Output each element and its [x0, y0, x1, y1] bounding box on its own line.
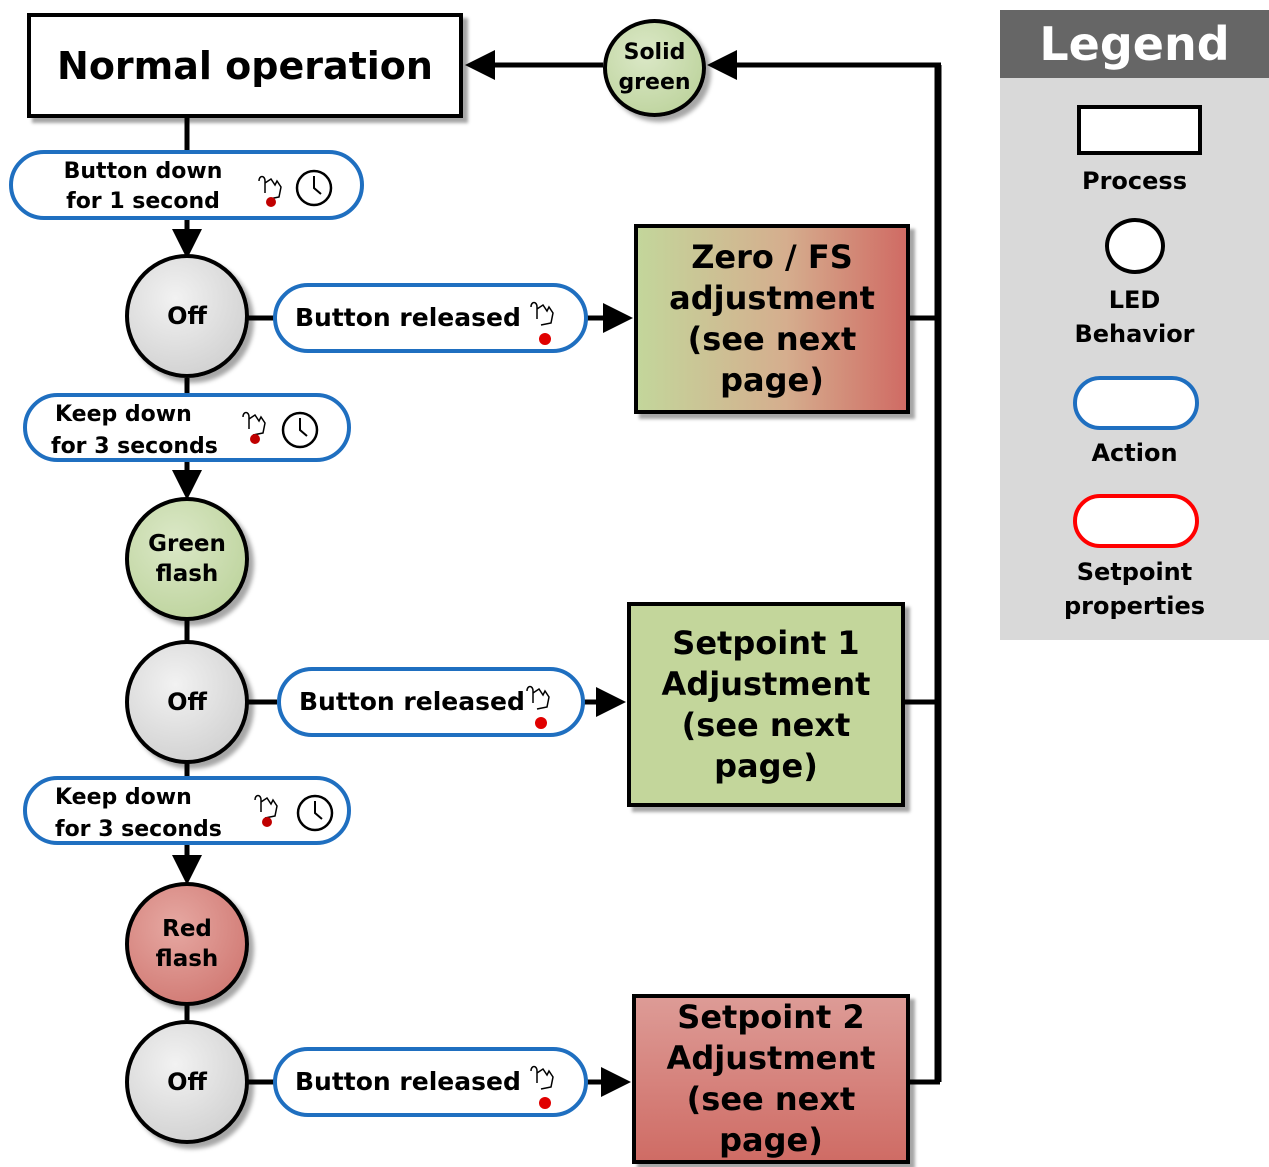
- process-label-line2: adjustment: [669, 279, 875, 317]
- legend-setpoint-line2: properties: [1063, 592, 1206, 620]
- process-zero-fs-adjustment: Zero / FS adjustment (see next page): [634, 224, 910, 414]
- action-button-released-3: Button released: [273, 1047, 588, 1117]
- process-label-line2: Adjustment: [666, 1039, 876, 1077]
- led-label-line1: Solid: [623, 40, 686, 65]
- led-label-line1: Green: [148, 531, 226, 557]
- hand-press-icon: [530, 1065, 554, 1109]
- action-label-line2: for 1 second: [66, 189, 220, 214]
- legend-setpoint-symbol: [1073, 494, 1199, 548]
- clock-icon: [281, 411, 319, 449]
- process-label-line3: (see next: [686, 1080, 856, 1118]
- action-label: Button released: [299, 687, 525, 716]
- legend-title: Legend: [1000, 10, 1269, 78]
- action-keep-down-2: Keep down for 3 seconds: [23, 776, 351, 845]
- process-setpoint-1-adjustment: Setpoint 1 Adjustment (see next page): [627, 602, 905, 807]
- legend-led-line1: LED: [1108, 286, 1161, 314]
- process-label: Normal operation: [57, 43, 433, 88]
- action-label: Button released: [295, 303, 521, 332]
- process-label-line3: (see next: [687, 320, 857, 358]
- action-button-released-1: Button released: [273, 283, 588, 353]
- legend-led-label: LED Behavior: [1000, 283, 1269, 351]
- process-label-line4: page): [719, 1121, 823, 1159]
- process-label-line2: Adjustment: [661, 664, 871, 703]
- led-label: Off: [167, 688, 207, 716]
- legend-process-symbol: [1077, 105, 1202, 155]
- hand-press-icon: [530, 301, 554, 345]
- led-label: Off: [167, 302, 207, 330]
- action-label-line2: for 3 seconds: [51, 434, 218, 459]
- led-label-line1: Red: [162, 916, 212, 942]
- led-solid-green: Solid green: [603, 19, 706, 117]
- action-button-down: Button down for 1 second: [9, 150, 364, 220]
- process-label-line1: Setpoint 2: [677, 998, 865, 1036]
- hand-press-icon: [258, 175, 282, 207]
- process-normal-operation: Normal operation: [27, 13, 463, 118]
- legend-panel: Legend Process LED Behavior Action Setpo…: [1000, 10, 1269, 640]
- action-label-line1: Keep down: [55, 785, 192, 810]
- action-keep-down-1: Keep down for 3 seconds: [23, 393, 351, 462]
- process-label-line1: Zero / FS: [691, 238, 853, 276]
- legend-action-label: Action: [1091, 439, 1178, 467]
- led-off-1: Off: [125, 254, 249, 378]
- legend-setpoint-label: Setpoint properties: [1000, 555, 1269, 623]
- legend-setpoint-line1: Setpoint: [1076, 558, 1193, 586]
- process-label-line4: page): [720, 361, 824, 399]
- led-off-3: Off: [125, 1020, 249, 1144]
- legend-led-line2: Behavior: [1074, 320, 1195, 348]
- clock-icon: [296, 794, 334, 832]
- led-label-line2: green: [618, 70, 691, 95]
- action-label-line2: for 3 seconds: [55, 817, 222, 842]
- process-setpoint-2-adjustment: Setpoint 2 Adjustment (see next page): [632, 994, 910, 1164]
- led-label-line2: flash: [155, 946, 219, 972]
- action-button-released-2: Button released: [277, 667, 585, 737]
- led-off-2: Off: [125, 640, 249, 764]
- led-red-flash: Red flash: [125, 882, 249, 1006]
- process-label-line4: page): [714, 746, 818, 785]
- led-label-line2: flash: [155, 561, 219, 587]
- legend-action-symbol: [1073, 376, 1199, 430]
- hand-press-icon: [526, 685, 550, 729]
- hand-press-icon: [254, 794, 278, 827]
- process-label-line3: (see next: [681, 705, 851, 744]
- legend-process-label: Process: [1082, 167, 1187, 195]
- action-label-line1: Button down: [63, 159, 223, 184]
- clock-icon: [295, 169, 333, 207]
- led-label: Off: [167, 1068, 207, 1096]
- action-label: Button released: [295, 1067, 521, 1096]
- process-label-line1: Setpoint 1: [672, 623, 860, 662]
- hand-press-icon: [242, 411, 266, 444]
- action-label-line1: Keep down: [55, 402, 192, 427]
- led-green-flash: Green flash: [125, 497, 249, 621]
- legend-led-symbol: [1105, 218, 1165, 274]
